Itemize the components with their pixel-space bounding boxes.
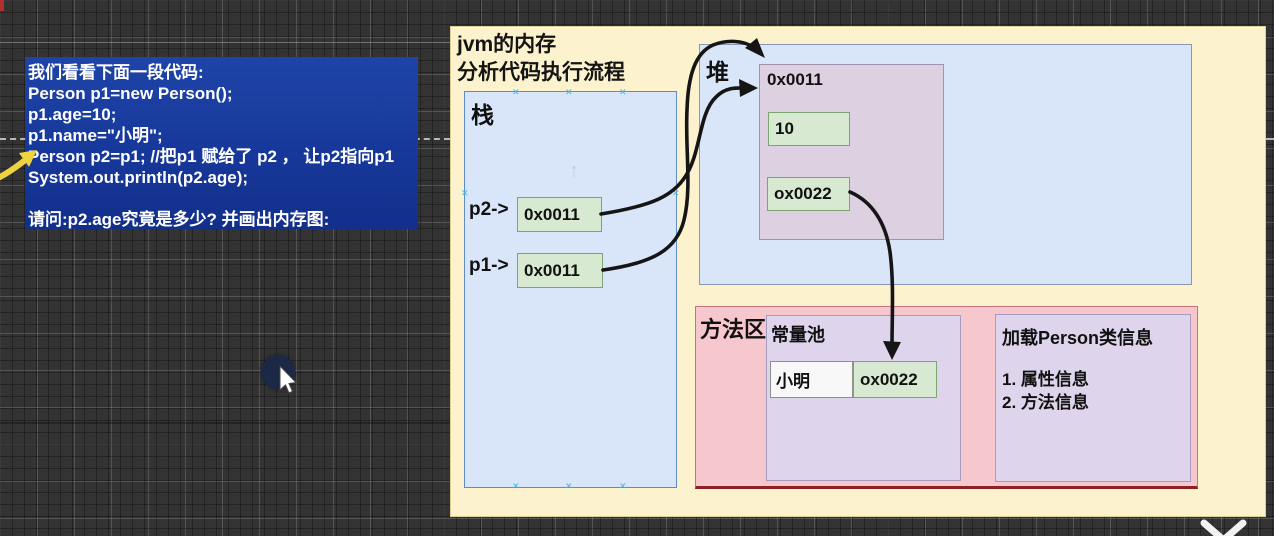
heap-label: 堆 (706, 59, 729, 85)
constant-pool-box[interactable]: 常量池 小明 ox0022 (766, 315, 961, 481)
class-info-item: 2. 方法信息 (1002, 393, 1089, 412)
selection-handle-icon[interactable]: ✕ (512, 481, 520, 491)
stack-label: 栈 (471, 102, 494, 128)
constant-pool-name-box[interactable]: 小明 (770, 361, 853, 398)
heap-field-name-ref-box[interactable]: ox0022 (767, 177, 850, 211)
code-line: 我们看看下面一段代码: (28, 63, 204, 82)
constant-pool-label: 常量池 (771, 325, 825, 345)
class-info-item: 1. 属性信息 (1002, 370, 1089, 389)
grid-dark-line (0, 422, 450, 424)
code-line: p1.name="小明"; (28, 126, 163, 145)
selection-handle-icon[interactable]: ✕ (461, 188, 469, 198)
code-panel[interactable]: 我们看看下面一段代码: Person p1=new Person(); p1.a… (25, 57, 418, 229)
faint-arrow-up-icon: ↑ (569, 160, 579, 182)
code-line: 请问:p2.age究竟是多少? 并画出内存图: (28, 210, 330, 229)
grid-highlight-line (0, 42, 450, 43)
stack-var-p2-value-box[interactable]: 0x0011 (517, 197, 602, 232)
stack-box[interactable]: 栈 ↑ p2-> 0x0011 p1-> 0x0011 ✕ ✕ ✕ ✕ ✕ ✕ … (461, 87, 680, 491)
board-title-line2: 分析代码执行流程 (457, 61, 625, 84)
heap-object-address: 0x0011 (767, 70, 823, 89)
class-info-items: 1. 属性信息 2. 方法信息 (1002, 368, 1089, 414)
selection-handle-icon[interactable]: ✕ (672, 188, 680, 198)
selection-handle-icon[interactable]: ✕ (565, 87, 573, 97)
code-line: Person p1=new Person(); (28, 84, 233, 103)
whiteboard-panel: jvm的内存 分析代码执行流程 栈 ↑ p2-> 0x0011 p1-> 0x0… (450, 26, 1266, 517)
class-info-title: 加载Person类信息 (1002, 328, 1154, 348)
heap-box[interactable]: 堆 0x0011 10 ox0022 (699, 44, 1192, 285)
stack-var-p1-label: p1-> (469, 255, 509, 276)
selection-handle-icon[interactable]: ✕ (619, 481, 627, 491)
constant-pool-address-box[interactable]: ox0022 (853, 361, 937, 398)
dashed-guide-line-right (1264, 138, 1274, 140)
method-area-label: 方法区 (700, 317, 767, 342)
cursor-highlight-blob (261, 355, 295, 389)
selection-handle-icon[interactable]: ✕ (512, 87, 520, 97)
code-line: Person p2=p1; //把p1 赋给了 p2 ， 让p2指向p1 (28, 147, 395, 166)
board-title-line1: jvm的内存 (457, 33, 557, 56)
code-line (28, 188, 418, 209)
code-line: p1.age=10; (28, 105, 117, 124)
heap-object-box[interactable]: 0x0011 10 ox0022 (759, 64, 944, 240)
corner-red-mark (0, 0, 4, 11)
method-area-box[interactable]: 方法区 常量池 小明 ox0022 加载Person类信息 1. 属性信息 2.… (695, 306, 1198, 489)
class-info-box[interactable]: 加载Person类信息 1. 属性信息 2. 方法信息 (995, 314, 1191, 482)
selection-handle-icon[interactable]: ✕ (565, 481, 573, 491)
stack-var-p1-value-box[interactable]: 0x0011 (517, 253, 603, 288)
stack-var-p2-label: p2-> (469, 199, 509, 220)
code-line: System.out.println(p2.age); (28, 168, 249, 187)
annotation-arrow-shaft (0, 158, 27, 181)
board-title: jvm的内存 分析代码执行流程 (457, 31, 625, 87)
heap-field-age-box[interactable]: 10 (768, 112, 850, 146)
selection-handle-icon[interactable]: ✕ (619, 87, 627, 97)
